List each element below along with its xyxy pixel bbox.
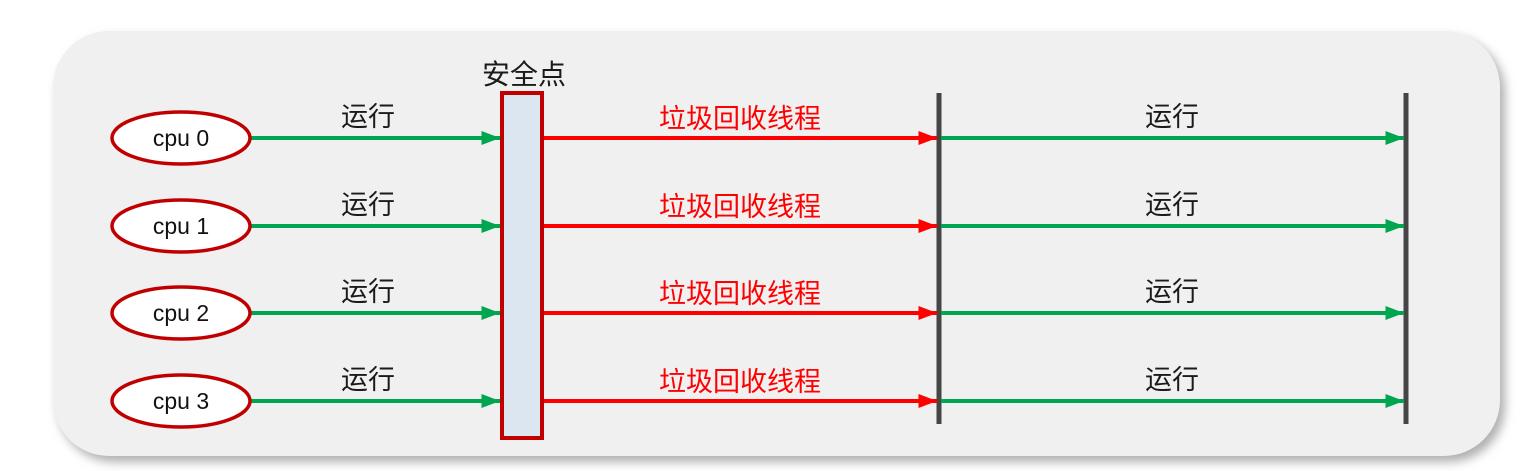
cpu-node xyxy=(110,110,252,166)
run-before-label: 运行 xyxy=(341,365,395,396)
gc-thread-label: 垃圾回收线程 xyxy=(659,279,821,310)
run-after-label: 运行 xyxy=(1145,102,1199,133)
run-after-label: 运行 xyxy=(1145,277,1199,308)
run-after-label: 运行 xyxy=(1145,365,1199,396)
cpu-row-1: cpu 1 运行 垃圾回收线程 运行 xyxy=(110,190,1404,254)
cpu-node xyxy=(110,285,252,341)
cpu-row-2: cpu 2 运行 垃圾回收线程 运行 xyxy=(110,277,1404,341)
cpu-label: cpu 3 xyxy=(153,388,209,414)
cpu-row-0: cpu 0 运行 垃圾回收线程 运行 xyxy=(110,102,1404,166)
gc-thread-label: 垃圾回收线程 xyxy=(659,104,821,135)
run-before-label: 运行 xyxy=(341,277,395,308)
cpu-row-3: cpu 3 运行 垃圾回收线程 运行 xyxy=(110,365,1404,429)
gc-thread-label: 垃圾回收线程 xyxy=(659,367,821,398)
safepoint-label: 安全点 xyxy=(482,58,566,91)
safepoint-bar xyxy=(500,91,544,440)
cpu-label: cpu 0 xyxy=(153,125,209,151)
cpu-node xyxy=(110,373,252,429)
run-before-label: 运行 xyxy=(341,102,395,133)
gc-thread-label: 垃圾回收线程 xyxy=(659,192,821,223)
run-after-label: 运行 xyxy=(1145,190,1199,221)
cpu-node xyxy=(110,198,252,254)
run-before-label: 运行 xyxy=(341,190,395,221)
cpu-label: cpu 2 xyxy=(153,300,209,326)
cpu-label: cpu 1 xyxy=(153,213,209,239)
